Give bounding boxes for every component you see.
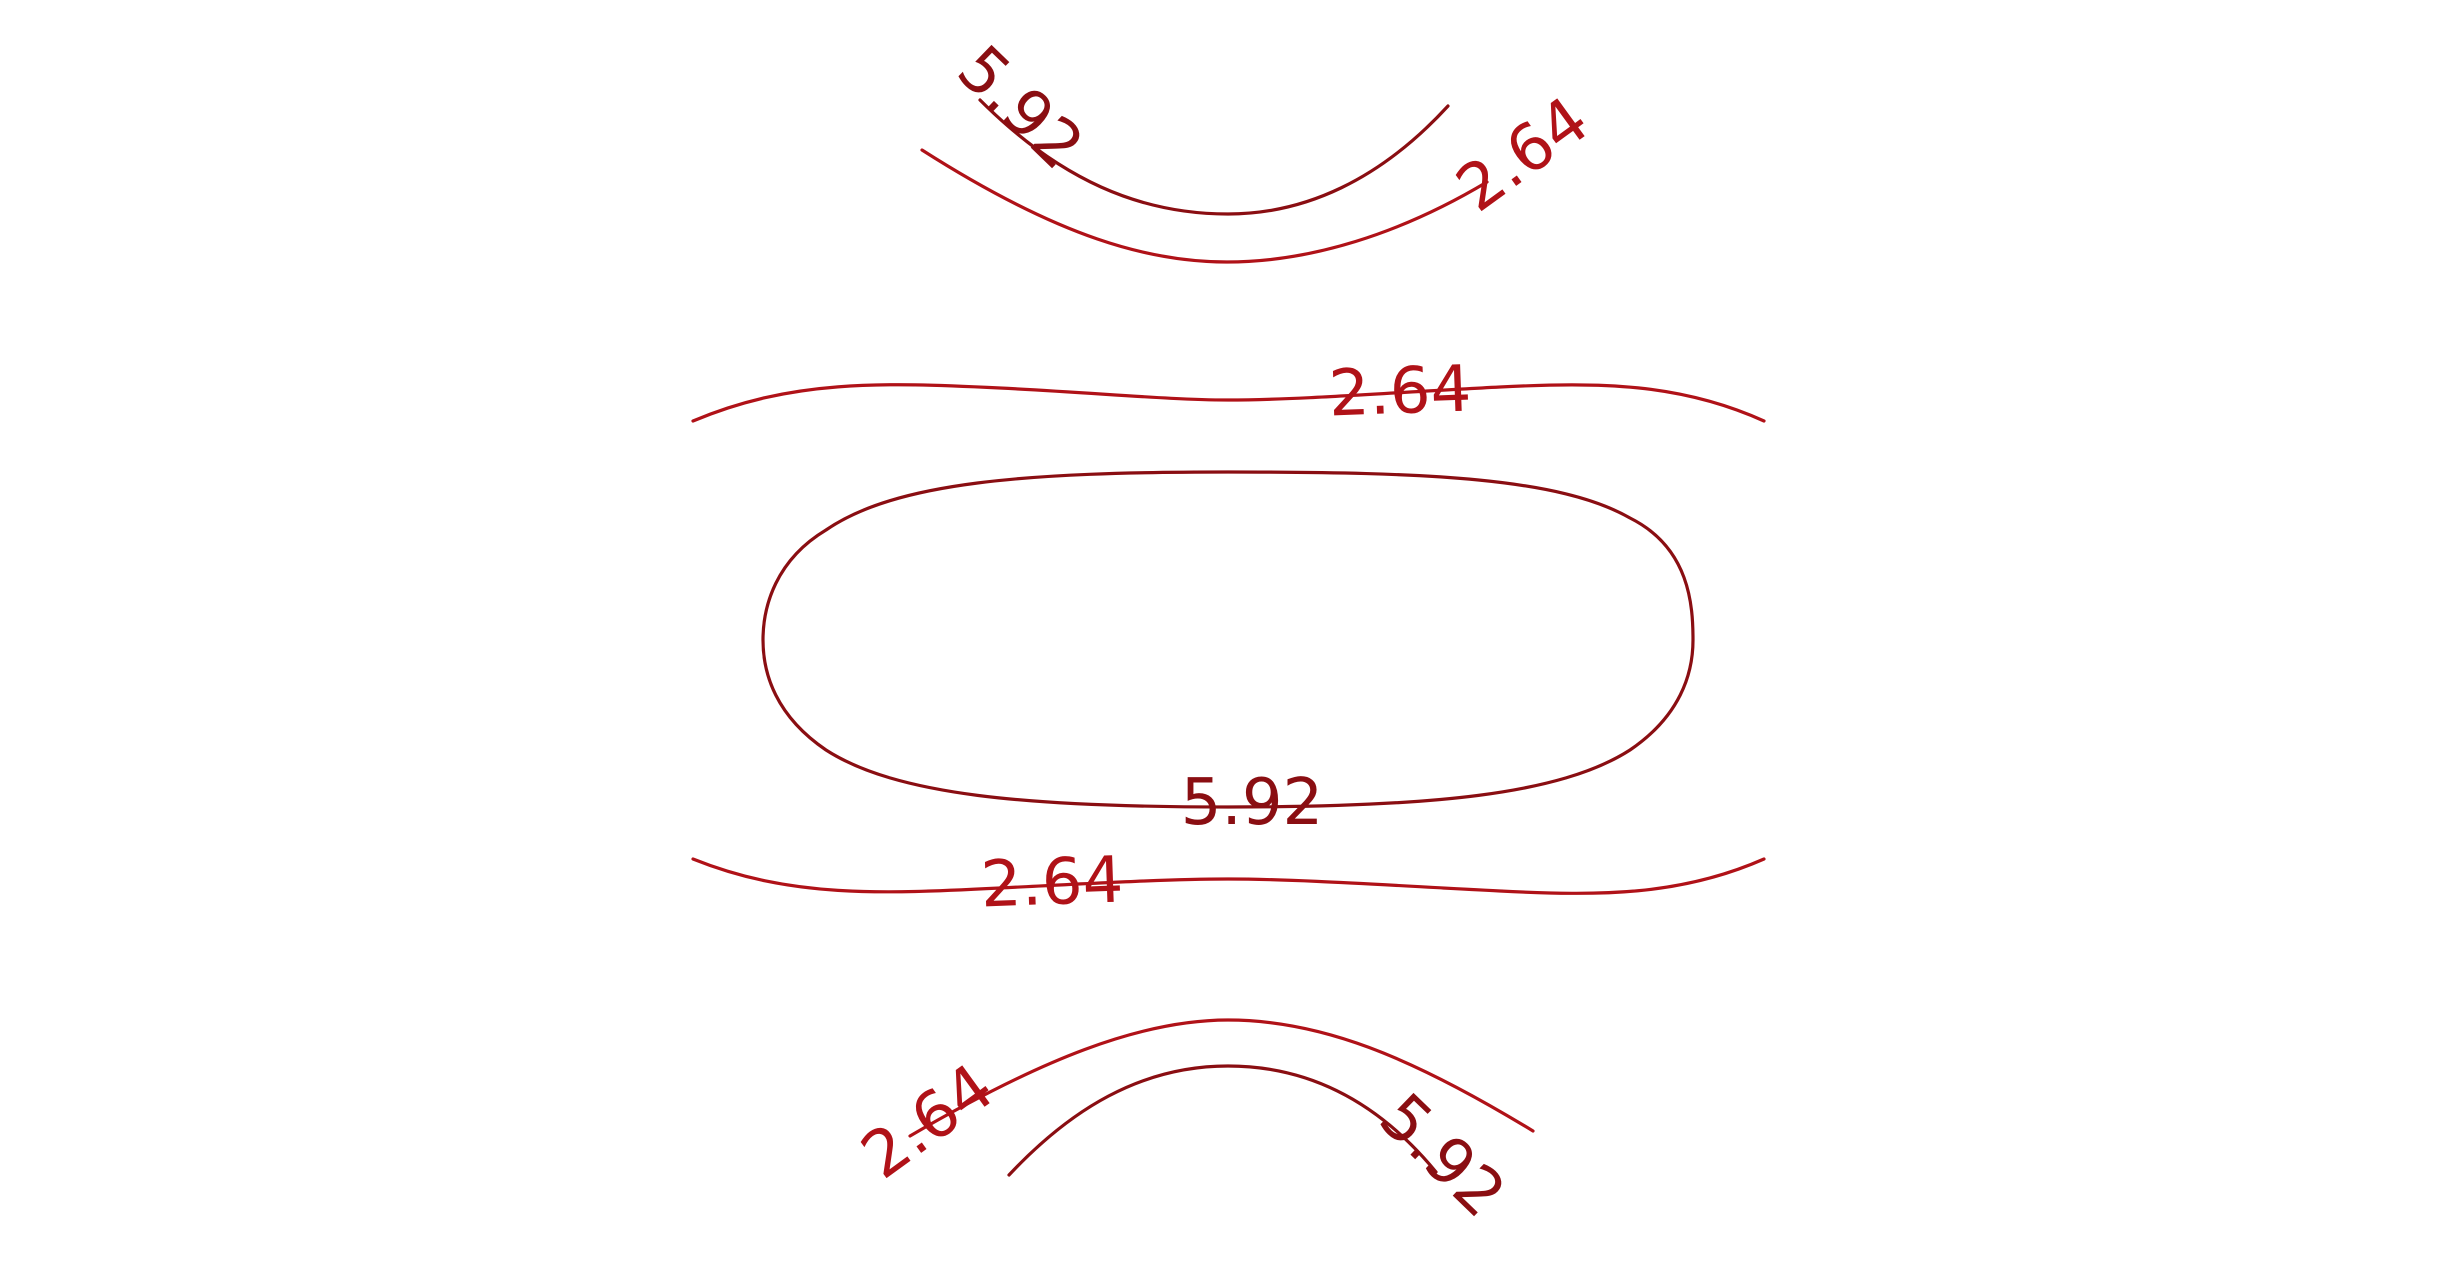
contour-labels: 5.92 2.64 2.64 5.92 2.64 2.64 5.92 [849, 32, 1603, 1232]
contour-label-2-64-lower-band: 2.64 [980, 844, 1125, 923]
contour-line-2-64-lower-band [691, 857, 1766, 895]
contour-line-5-92-bottom-arc [1007, 1064, 1438, 1177]
contour-line-2-64-top-arc [920, 148, 1489, 264]
contour-label-2-64-bottom-left: 2.64 [849, 1050, 1008, 1194]
contour-label-5-92-center: 5.92 [1181, 766, 1324, 840]
contour-line-5-92-top-arc [978, 98, 1450, 216]
contour-label-2-64-top-right: 2.64 [1444, 83, 1603, 227]
contour-label-5-92-bottom-right: 5.92 [1365, 1080, 1519, 1232]
contour-label-5-92-top: 5.92 [943, 32, 1097, 184]
contour-label-2-64-upper-band: 2.64 [1328, 353, 1473, 432]
contour-line-2-64-upper-band [691, 383, 1766, 423]
contour-line-5-92-center-loop [761, 470, 1695, 809]
contour-lines [691, 98, 1766, 1177]
contour-line-2-64-bottom-arc [908, 1018, 1535, 1138]
